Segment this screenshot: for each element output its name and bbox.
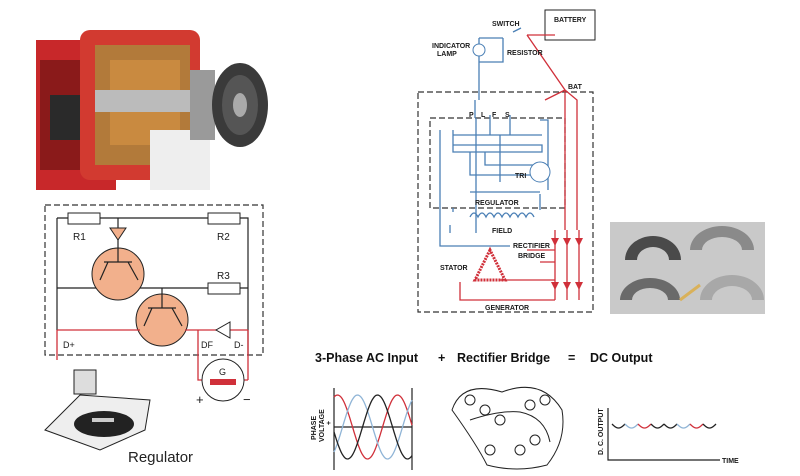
label-resistor: RESISTOR bbox=[507, 50, 543, 57]
phase-sign: + bbox=[326, 421, 333, 425]
dc-ripple-segment bbox=[663, 423, 678, 429]
label-generator: GENERATOR bbox=[485, 305, 529, 312]
regulator-module-drawing bbox=[44, 369, 151, 451]
label-switch: SWITCH bbox=[492, 21, 520, 28]
phase-ylabel-1: PHASE bbox=[311, 416, 318, 440]
dc-ripple-segment bbox=[689, 423, 704, 429]
equation-equals: = bbox=[568, 351, 575, 365]
label-field: FIELD bbox=[492, 228, 512, 235]
label-battery: BATTERY bbox=[554, 17, 587, 24]
label-df: DF bbox=[201, 340, 213, 350]
charging-schematic: BATTERY SWITCH INDICATOR LAMP RESISTOR B… bbox=[417, 9, 596, 313]
label-stator: STATOR bbox=[440, 265, 468, 272]
equation-ac-input: 3-Phase AC Input bbox=[315, 351, 419, 365]
dc-ripple-segment bbox=[676, 423, 691, 429]
label-g: G bbox=[219, 367, 226, 377]
phase-ylabel-2: VOLTAGE bbox=[319, 409, 326, 442]
phase-wave-1 bbox=[333, 394, 413, 460]
label-f: F bbox=[492, 112, 497, 119]
equation-dc-output: DC Output bbox=[590, 351, 653, 365]
phase-voltage-plot: PHASE VOLTAGE + bbox=[311, 388, 413, 470]
label-tri: TRI bbox=[515, 173, 526, 180]
phase-wave-3 bbox=[333, 394, 413, 460]
label-l: L bbox=[481, 112, 486, 119]
equation: 3-Phase AC Input + Rectifier Bridge = DC… bbox=[315, 351, 653, 365]
label-p: P bbox=[469, 112, 474, 119]
dc-ripple-segment bbox=[650, 423, 665, 429]
dc-ripple-segment bbox=[637, 423, 652, 429]
regulator-caption: Regulator bbox=[128, 449, 193, 466]
label-minus: − bbox=[243, 392, 251, 407]
label-d-plus: D+ bbox=[63, 340, 75, 350]
label-s: S bbox=[505, 112, 510, 119]
label-r2: R2 bbox=[217, 232, 230, 243]
rectifier-bridges-photo bbox=[610, 222, 765, 314]
label-rectifier: RECTIFIER bbox=[513, 243, 550, 250]
label-lamp: LAMP bbox=[437, 51, 457, 58]
alternator-cutaway-photo bbox=[36, 30, 268, 190]
equation-plus: + bbox=[438, 351, 445, 365]
phase-wave-2 bbox=[333, 394, 413, 460]
label-bridge: BRIDGE bbox=[518, 253, 546, 260]
label-r3: R3 bbox=[217, 271, 230, 282]
dc-output-plot: D. C. OUTPUT TIME bbox=[598, 408, 739, 465]
label-indicator: INDICATOR bbox=[432, 43, 470, 50]
label-r1: R1 bbox=[73, 232, 86, 243]
dc-ylabel: D. C. OUTPUT bbox=[598, 408, 605, 455]
rectifier-bridge-drawing bbox=[451, 386, 564, 470]
regulator-circuit: R1 R2 R3 D+ DF D- G + − bbox=[44, 204, 264, 407]
dc-ripple-segment bbox=[611, 423, 626, 429]
label-regulator: REGULATOR bbox=[475, 200, 519, 207]
label-plus: + bbox=[196, 392, 204, 407]
dc-xlabel: TIME bbox=[722, 458, 739, 465]
label-d-minus: D- bbox=[234, 340, 244, 350]
equation-rectifier-bridge: Rectifier Bridge bbox=[457, 351, 550, 365]
label-bat: BAT bbox=[568, 84, 583, 91]
dc-ripple-segment bbox=[624, 423, 639, 429]
dc-ripple-segment bbox=[702, 423, 717, 429]
